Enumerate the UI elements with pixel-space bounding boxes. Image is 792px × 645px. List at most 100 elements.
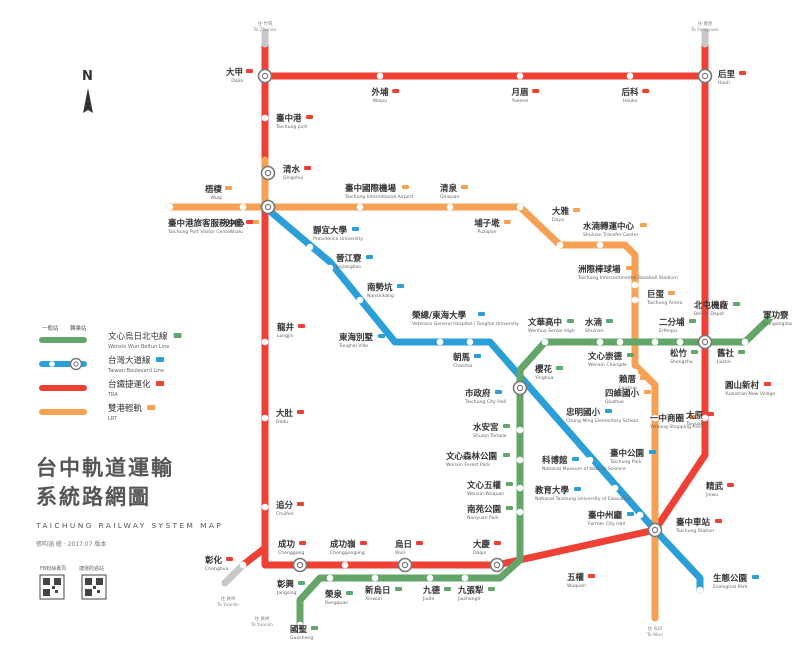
line-code-tag <box>727 483 734 487</box>
line-code-tag <box>764 382 771 386</box>
station-name: 成功嶺 <box>330 539 356 550</box>
station-name-en: Erfenpu <box>659 328 677 334</box>
station-dot-icon <box>741 338 749 346</box>
station-name: 四維國小 <box>605 388 640 399</box>
line-code-tag <box>360 541 367 545</box>
station-name: 臺中國際機場 <box>345 183 397 194</box>
north-arrow: N <box>82 69 93 113</box>
station-dot-icon <box>261 414 269 422</box>
qr-code-fb[interactable]: FB粉絲專頁 <box>39 565 66 600</box>
station-dot-icon <box>461 574 469 582</box>
legend-label-en: Wenxin Wuri Beitun Line <box>108 344 169 350</box>
line-code-tag <box>503 453 510 457</box>
station-name: 臺中公園 <box>610 448 644 459</box>
qr-code-blog[interactable]: 捷運的過站 <box>79 565 107 600</box>
station-dot-icon <box>261 338 269 346</box>
station-name: 南苑公園 <box>467 504 501 515</box>
station-name: 忠明國小 <box>566 407 601 418</box>
line-code-tag <box>246 220 253 224</box>
transfer-station-icon <box>647 522 663 538</box>
station-name: 國聖 <box>290 624 308 635</box>
line-code-tag <box>506 506 513 510</box>
station-name-en: Taichung port <box>275 124 307 130</box>
station-name: 梧棲 <box>205 184 223 195</box>
line-code-tag <box>298 581 305 585</box>
station-name-en: Tunghai Villa <box>338 343 368 349</box>
station-dot-icon <box>696 586 704 594</box>
legend-label: 雙港輕軌 <box>108 403 143 414</box>
terminus-label-en: To Zhunan <box>253 27 277 33</box>
station-dot-icon <box>768 312 776 320</box>
station-dot-icon <box>616 338 624 346</box>
station-name: 巨蛋 <box>647 290 665 300</box>
station-name: 清泉 <box>440 183 458 194</box>
